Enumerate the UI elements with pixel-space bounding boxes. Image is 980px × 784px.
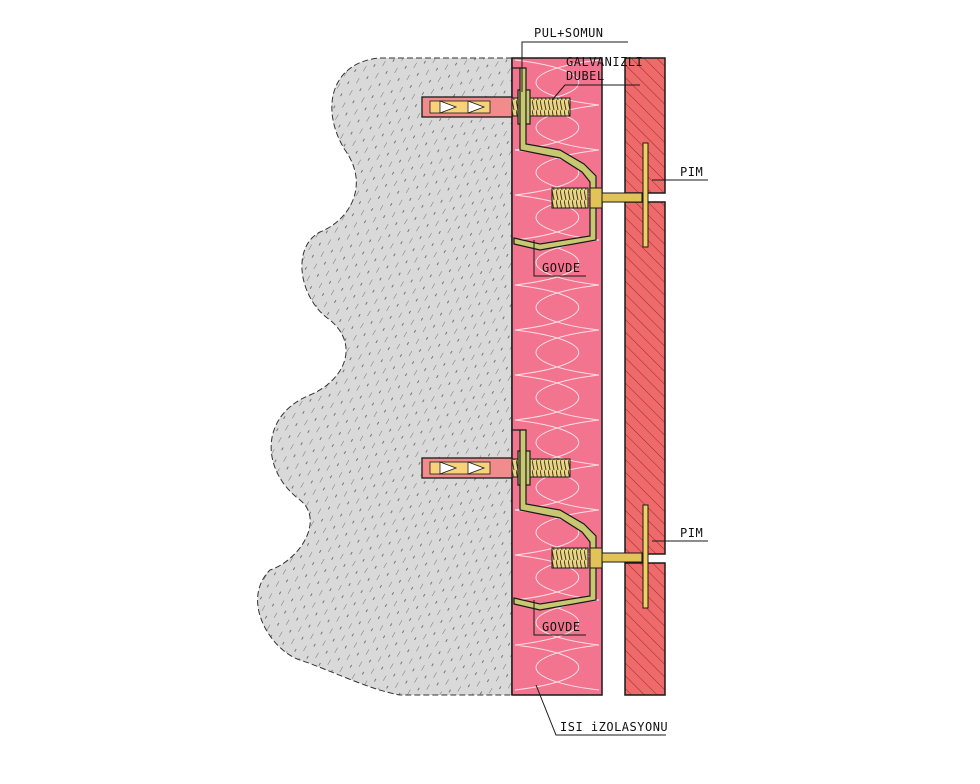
label-pul-somun: PUL+SOMUN [534, 26, 604, 40]
concrete-wall [257, 57, 513, 696]
pin-top [642, 142, 649, 248]
leader-lines [521, 41, 708, 736]
label-pim-top: PIM [680, 165, 703, 179]
label-pim-bottom: PIM [680, 526, 703, 540]
label-galvanizli: GALVANIZLI [566, 55, 643, 69]
label-isi-izolasyonu: ISI iZOLASYONU [560, 720, 668, 734]
cladding-panel-middle [624, 201, 666, 555]
insulation-layer [511, 57, 603, 696]
bracket-body-top [512, 67, 597, 251]
bracket-body-bottom [512, 429, 597, 611]
label-govde-top: GOVDE [542, 261, 581, 275]
anchor-assembly-top [421, 67, 649, 251]
anchor-assembly-bottom [421, 429, 649, 611]
pin-bottom [642, 504, 649, 609]
label-govde-bottom: GOVDE [542, 620, 581, 634]
label-dubel: DUBEL [566, 69, 605, 83]
